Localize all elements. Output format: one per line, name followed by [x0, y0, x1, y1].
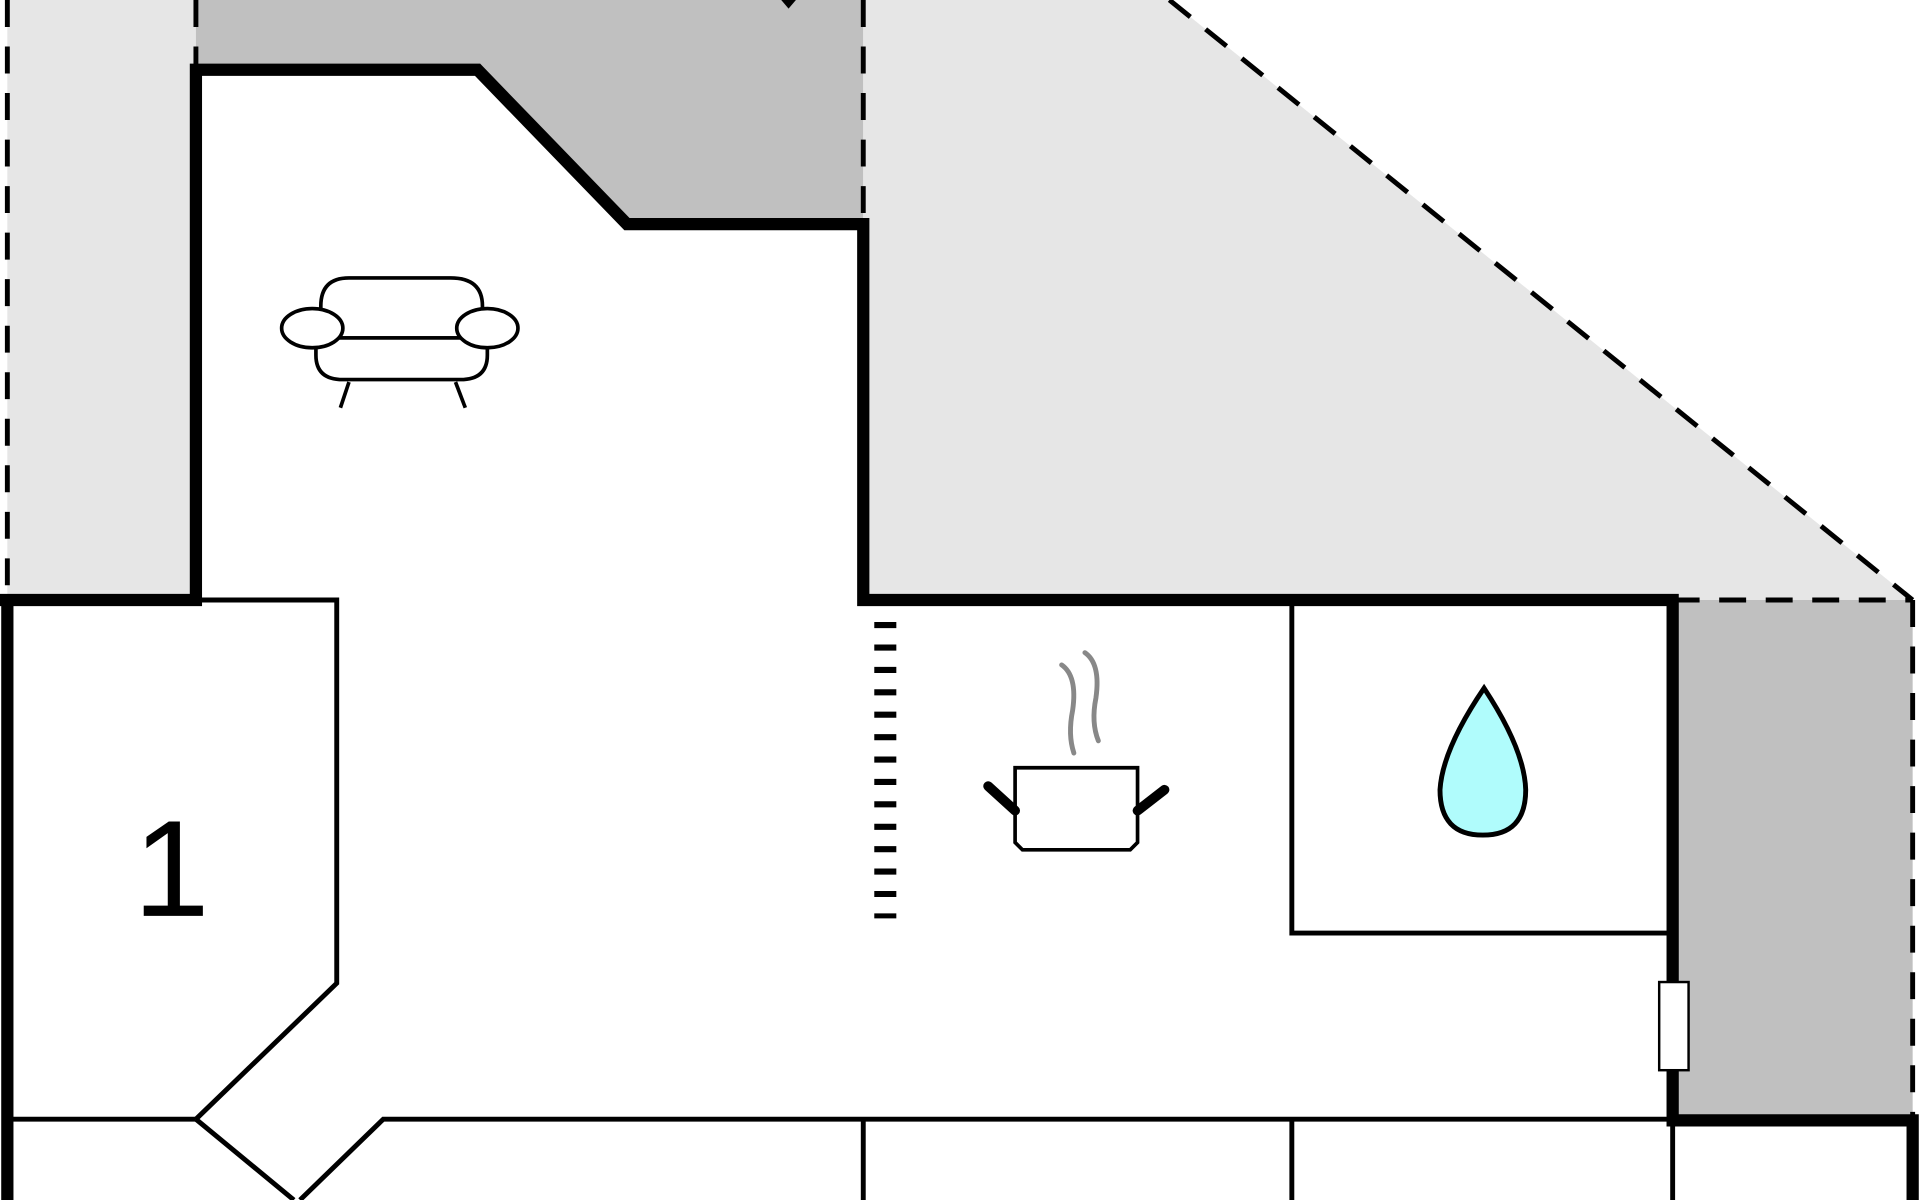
- outdoor-areas: [7, 0, 1913, 1121]
- door-icon: [1657, 980, 1690, 1072]
- sofa-icon: [279, 276, 520, 409]
- dashed-boundaries: [4, 0, 1916, 1121]
- room-label-1: 1: [133, 793, 209, 946]
- terrace-top: [195, 0, 864, 225]
- inner-walls: [9, 597, 1676, 1200]
- cooking-pot-icon: [983, 650, 1170, 852]
- water-drop-icon: [1437, 683, 1529, 838]
- arrow-marker: [781, 0, 796, 9]
- terrace-right: [1672, 600, 1913, 1121]
- outer-walls: [0, 63, 1919, 1200]
- terrace-right-triangle: [863, 0, 1913, 600]
- terrace-left: [7, 0, 196, 600]
